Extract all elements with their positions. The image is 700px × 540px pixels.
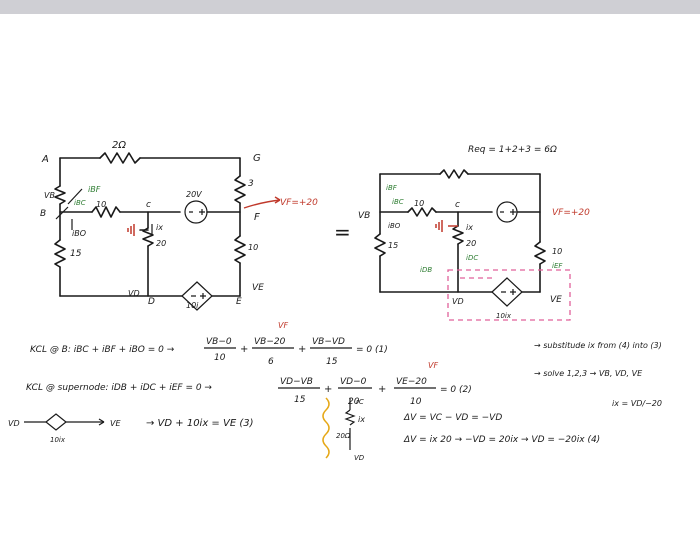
rc-i-db: iDB	[420, 266, 432, 274]
res-3-label: 3	[248, 179, 254, 189]
source-20v-label: 20V	[186, 190, 202, 199]
eq3-text: → VD + 10ix = VE (3)	[146, 418, 254, 429]
node-g: G	[253, 153, 261, 164]
rc-vf: VF=+20	[552, 208, 590, 218]
eq1-num1: VB−0	[206, 337, 232, 347]
eq2-num3: VE−20	[396, 377, 427, 387]
node-c: c	[146, 200, 151, 210]
vf-note-1: VF	[278, 321, 288, 330]
rc-res-10b: 10	[552, 247, 562, 256]
equations: KCL @ B: iBC + iBF + iBO = 0 → VB−0 10 +…	[8, 321, 662, 462]
rc-dep: 10ix	[496, 312, 512, 320]
res-10a-label: 10	[96, 200, 106, 209]
rc-res-15: 15	[388, 241, 398, 250]
res-15-label: 15	[70, 249, 82, 259]
sub-20: 20Ω	[336, 432, 351, 440]
req-label: Req = 1+2+3 = 6Ω	[468, 145, 557, 155]
sub-vd: VD	[354, 454, 365, 462]
res-20-label: 20	[156, 239, 166, 248]
i-bf-label: iBF	[88, 185, 101, 194]
dep-source-label: 10i	[186, 301, 199, 310]
node-f: F	[254, 212, 260, 223]
eq2-num2: VD−0	[340, 377, 367, 387]
rc-i-bc: iBC	[392, 198, 404, 206]
left-circuit: A G 2Ω 3 20V c 10 VB B iBF iBC iBO 15 ix…	[40, 140, 318, 311]
rc-i-dc: iDC	[466, 254, 478, 262]
rc-i-bo: iBO	[388, 222, 401, 230]
top-bar	[0, 0, 700, 14]
ve-label: VE	[252, 283, 264, 293]
dv-line-2: ΔV = ix 20 → −VD = 20ix → VD = −20ix (4)	[403, 435, 600, 445]
rc-res-10: 10	[414, 199, 424, 208]
i-x-label: ix	[156, 223, 163, 232]
eq3-vd: VD	[8, 419, 20, 428]
node-e: E	[236, 297, 242, 307]
eq3-dep: 10ix	[50, 436, 66, 444]
handwritten-sheet: A G 2Ω 3 20V c 10 VB B iBF iBC iBO 15 ix…	[8, 140, 662, 462]
vd-label: VD	[128, 289, 140, 298]
rc-vb: VB	[358, 211, 370, 221]
rc-res-20: 20	[466, 239, 476, 248]
vf-note-2: VF	[428, 361, 438, 370]
vf-label: VF=+20	[280, 198, 318, 208]
i-bc-label: iBC	[74, 199, 86, 207]
eq2-den3: 10	[410, 397, 422, 407]
eq2-den2: 20	[348, 397, 360, 407]
ix-note: ix = VD/−20	[612, 399, 662, 408]
i-bo-label: iBO	[72, 229, 86, 238]
eq1-num3: VB−VD	[312, 337, 345, 347]
node-a: A	[41, 154, 49, 165]
eq2-rhs: = 0 (2)	[440, 385, 472, 395]
svg-text:+: +	[298, 344, 306, 355]
eq2-num1: VD−VB	[280, 377, 313, 387]
equals-sign: =	[334, 220, 351, 244]
eq1-den3: 15	[326, 357, 338, 367]
dv-line-1: ΔV = VC − VD = −VD	[403, 413, 502, 423]
note-1: → substitude ix from (4) into (3)	[534, 341, 662, 350]
eq1-lhs: KCL @ B: iBC + iBF + iBO = 0 →	[30, 345, 175, 355]
svg-text:+: +	[378, 384, 386, 395]
rc-node-c: c	[455, 200, 460, 210]
res-top-label: 2Ω	[112, 140, 126, 151]
node-b: B	[40, 209, 46, 219]
node-d: D	[148, 297, 155, 307]
rc-ve: VE	[550, 295, 562, 305]
eq1-den1: 10	[214, 353, 226, 363]
note-2: → solve 1,2,3 → VB, VD, VE	[534, 369, 643, 378]
svg-text:+: +	[240, 344, 248, 355]
right-circuit: Req = 1+2+3 = 6Ω c iBF iBC 10 VB iBO	[358, 145, 590, 321]
res-10b-label: 10	[248, 243, 258, 252]
sub-ix: ix	[358, 415, 365, 424]
eq1-num2: VB−20	[254, 337, 286, 347]
eq1-rhs: = 0 (1)	[356, 345, 388, 355]
rc-vd: VD	[452, 297, 464, 306]
eq3-ve: VE	[110, 419, 121, 428]
sub-rc: rC	[356, 398, 364, 406]
vb-label: VB	[44, 191, 55, 200]
eq2-den1: 15	[294, 395, 306, 405]
rc-i-x: ix	[466, 223, 473, 232]
rc-i-ef: iEF	[552, 262, 563, 270]
eq1-den2: 6	[268, 357, 274, 367]
rc-i-bf: iBF	[386, 184, 398, 192]
eq2-lhs: KCL @ supernode: iDB + iDC + iEF = 0 →	[26, 383, 212, 393]
svg-text:+: +	[324, 384, 332, 395]
